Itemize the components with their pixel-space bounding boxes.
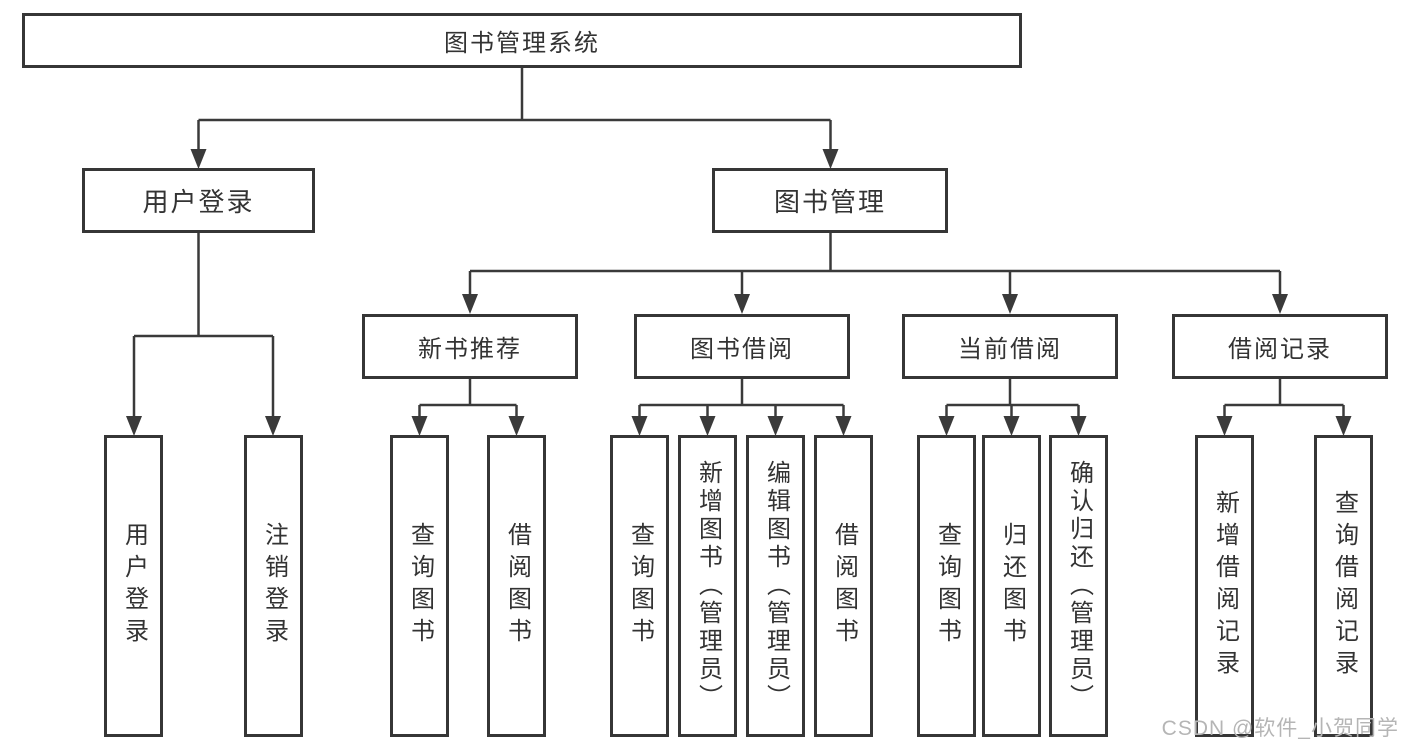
leaf-add-borrow-record: 新增借阅记录	[1195, 435, 1254, 737]
node-borrowing-records: 借阅记录	[1172, 314, 1388, 379]
leaf-add-book-admin: 新增图书（管理员）	[678, 435, 737, 737]
leaf-return-book: 归还图书	[982, 435, 1041, 737]
leaf-confirm-return-admin: 确认归还（管理员）	[1049, 435, 1108, 737]
leaf-logout-login: 注销登录	[244, 435, 303, 737]
csdn-watermark: CSDN @软件_小贺同学	[1161, 717, 1399, 740]
node-new-book-recommendation: 新书推荐	[362, 314, 578, 379]
node-user-login: 用户登录	[82, 168, 315, 233]
leaf-edit-book-admin: 编辑图书（管理员）	[746, 435, 805, 737]
node-root: 图书管理系统	[22, 13, 1022, 68]
leaf-user-login: 用户登录	[104, 435, 163, 737]
leaf-query-book-recommend: 查询图书	[390, 435, 449, 737]
node-current-borrowing: 当前借阅	[902, 314, 1118, 379]
connector-segments	[132, 68, 1345, 418]
leaf-query-book-current: 查询图书	[917, 435, 976, 737]
leaf-query-borrow-record: 查询借阅记录	[1314, 435, 1373, 737]
arrow-down-icons	[126, 149, 1352, 436]
leaf-borrow-book-recommend: 借阅图书	[487, 435, 546, 737]
leaf-borrow-book-borrowing: 借阅图书	[814, 435, 873, 737]
leaf-query-book-borrowing: 查询图书	[610, 435, 669, 737]
node-book-borrowing: 图书借阅	[634, 314, 850, 379]
node-book-management: 图书管理	[712, 168, 948, 233]
